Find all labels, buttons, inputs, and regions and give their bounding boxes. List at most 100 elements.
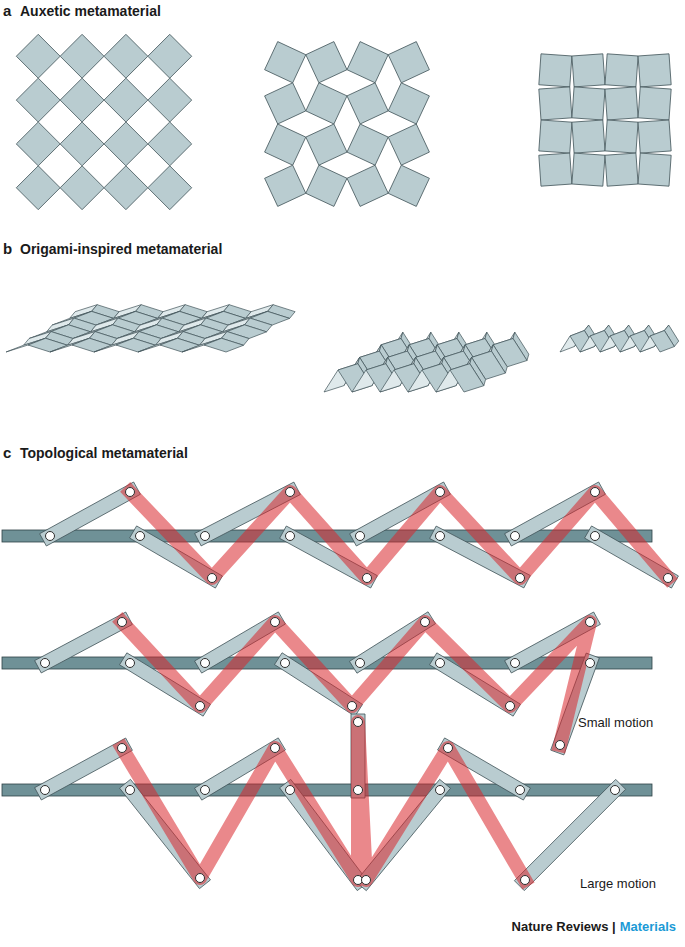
motion-label: Small motion xyxy=(578,716,653,731)
pin-joint xyxy=(516,574,525,583)
rigid-square xyxy=(347,124,388,165)
rigid-square xyxy=(60,78,104,122)
pin-joint xyxy=(664,574,673,583)
pin-joint xyxy=(591,488,600,497)
pin-joint xyxy=(586,659,595,668)
rigid-square xyxy=(347,42,388,83)
fold-facet xyxy=(72,338,112,352)
rigid-square xyxy=(388,83,429,124)
pin-joint xyxy=(46,532,55,541)
pin-joint xyxy=(354,786,363,795)
rotor xyxy=(195,738,286,800)
rigid-square xyxy=(572,54,605,87)
linkage-chain xyxy=(2,714,652,891)
rigid-square xyxy=(104,34,148,78)
pin-joint xyxy=(136,532,145,541)
rigid-square xyxy=(16,34,60,78)
pin-joint xyxy=(118,744,127,753)
fold-facet xyxy=(650,331,674,352)
linkage-chain xyxy=(2,612,652,755)
panel-title: Origami-inspired metamaterial xyxy=(20,241,222,257)
panel-letter: b xyxy=(3,240,12,257)
credit-section: Materials xyxy=(620,920,676,935)
rigid-square xyxy=(148,122,192,166)
rigid-square xyxy=(306,83,347,124)
rigid-square xyxy=(539,54,572,87)
pin-joint xyxy=(521,876,530,885)
base-bar xyxy=(2,784,652,796)
pin-joint xyxy=(348,702,357,711)
fold-facet xyxy=(204,338,244,352)
rigid-square xyxy=(60,34,104,78)
pin-joint xyxy=(362,876,371,885)
auxetic-closed xyxy=(539,54,671,186)
motion-label: Large motion xyxy=(580,877,656,892)
rigid-square xyxy=(104,166,148,210)
pin-joint xyxy=(281,659,290,668)
rigid-square xyxy=(605,153,638,186)
rigid-square xyxy=(104,78,148,122)
rigid-square xyxy=(539,120,572,153)
rigid-square xyxy=(148,166,192,210)
panel-letter: a xyxy=(3,2,11,19)
rigid-square xyxy=(539,153,572,186)
fold-facet xyxy=(450,364,484,392)
rigid-square xyxy=(388,165,429,206)
pin-joint xyxy=(118,618,127,627)
pin-joint xyxy=(556,741,565,750)
miura-sheet-folded xyxy=(324,332,529,392)
pin-joint xyxy=(201,786,210,795)
rigid-square xyxy=(572,120,605,153)
spring-chain xyxy=(122,622,590,745)
pin-joint xyxy=(286,786,295,795)
fold-facet xyxy=(116,338,156,352)
rigid-square xyxy=(306,165,347,206)
rigid-square xyxy=(16,166,60,210)
rigid-square xyxy=(60,166,104,210)
pin-joint xyxy=(201,532,210,541)
rotor xyxy=(35,612,133,673)
panel-title: Auxetic metamaterial xyxy=(20,3,161,19)
pin-joint xyxy=(208,574,217,583)
rigid-square xyxy=(148,34,192,78)
pin-joint xyxy=(201,659,210,668)
rigid-square xyxy=(60,122,104,166)
spring-chain xyxy=(130,492,668,578)
rotor xyxy=(40,482,141,546)
pin-joint xyxy=(611,786,620,795)
pin-joint xyxy=(436,786,445,795)
fold-facet xyxy=(160,338,200,352)
rigid-square xyxy=(638,120,671,153)
pin-joint xyxy=(196,874,205,883)
pin-joint xyxy=(271,618,280,627)
rigid-square xyxy=(539,87,572,120)
rigid-square xyxy=(605,87,638,120)
pin-joint xyxy=(271,744,280,753)
rigid-square xyxy=(388,124,429,165)
pin-joint xyxy=(444,744,453,753)
rigid-square xyxy=(265,42,306,83)
rigid-square xyxy=(638,153,671,186)
pin-joint xyxy=(511,532,520,541)
pin-joint xyxy=(41,786,50,795)
spring-chain xyxy=(122,722,525,880)
pin-joint xyxy=(286,488,295,497)
rigid-square xyxy=(265,165,306,206)
pin-joint xyxy=(586,618,595,627)
rigid-square xyxy=(347,83,388,124)
auxetic-open xyxy=(16,34,191,209)
pin-joint xyxy=(196,702,205,711)
rigid-square xyxy=(306,124,347,165)
pin-joint xyxy=(516,786,525,795)
pin-joint xyxy=(436,488,445,497)
miura-strip-collapsed xyxy=(560,325,679,352)
rigid-square xyxy=(605,120,638,153)
rigid-square xyxy=(638,54,671,87)
pin-joint xyxy=(363,574,372,583)
fold-facet xyxy=(28,338,68,352)
miura-sheet-flat xyxy=(6,305,295,352)
rotor xyxy=(35,738,133,800)
rigid-square xyxy=(347,165,388,206)
pin-joint xyxy=(591,532,600,541)
